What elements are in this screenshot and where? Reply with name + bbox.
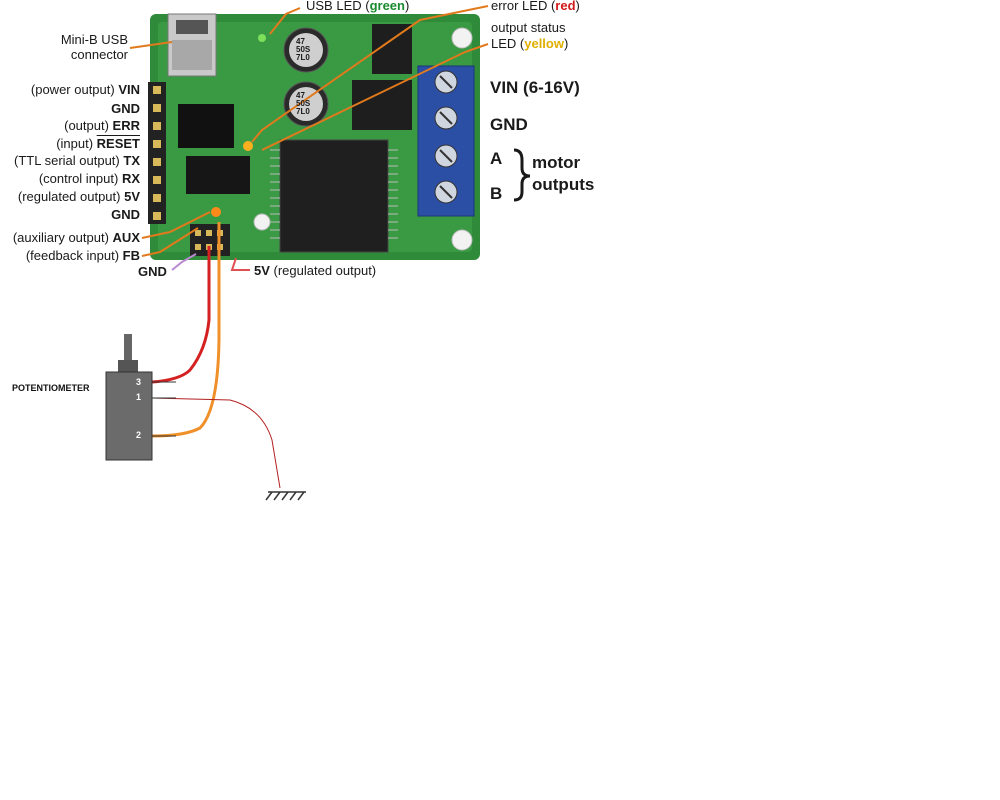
motor-brace (513, 148, 531, 202)
pin-desc: (control input) (38, 171, 122, 186)
capacitor-label: 47 50S 7L0 (296, 91, 311, 116)
pin-name: 5V (124, 189, 140, 204)
usb-port (176, 20, 208, 34)
usb-connector-callout: Mini-B USB connector (60, 32, 128, 62)
usb-led (258, 34, 266, 42)
potentiometer-body (105, 371, 153, 461)
microcontroller (186, 156, 250, 194)
capacitor-label: 47 50S 7L0 (296, 37, 311, 62)
pin-name: AUX (112, 230, 140, 245)
terminal-label-b: B (490, 184, 503, 203)
pin-desc: (input) (56, 136, 97, 151)
pin-name: 5V (254, 263, 270, 278)
usb-led-color: green (369, 0, 405, 13)
error-led-callout: error LED (red) (491, 0, 580, 13)
pin-label-fb: (feedback input) FB (0, 248, 140, 263)
terminal-label-vin: VIN (6-16V) (490, 78, 580, 97)
terminal-label-gnd: GND (490, 115, 528, 134)
usb-led-callout: USB LED (green) (306, 0, 409, 13)
pin-desc: (feedback input) (25, 248, 123, 263)
motor-outputs-label-1: motor (532, 153, 581, 172)
status-led (243, 141, 253, 151)
pin-name: RX (121, 171, 140, 186)
pin-label-reset: (input) RESET (0, 136, 140, 151)
pin-label-bottom-5v: 5V (regulated output) (254, 263, 376, 278)
ground-wire (151, 397, 281, 489)
status-led-callout-line1: output status (491, 20, 566, 35)
status-led-text: LED ( (491, 36, 525, 51)
usb-led-text: USB LED ( (306, 0, 370, 13)
pin-desc: (regulated output) (269, 263, 377, 278)
mounting-hole (451, 229, 473, 251)
mounting-hole (451, 27, 473, 49)
pin-label-gnd-2: GND (0, 207, 140, 222)
pin-name: ERR (112, 118, 140, 133)
error-led-text: error LED ( (491, 0, 556, 13)
status-led-color: yellow (524, 36, 564, 51)
potentiometer-shaft (124, 334, 132, 362)
pin-label-rx: (control input) RX (0, 171, 140, 186)
orange-wire (151, 222, 221, 438)
pin-desc: (power output) (30, 82, 119, 97)
pin-label-tx: (TTL serial output) TX (0, 153, 140, 168)
pin-name: FB (122, 248, 140, 263)
pin-name: TX (123, 153, 140, 168)
pin-label-err: (output) ERR (0, 118, 140, 133)
pin-label-gnd: GND (0, 101, 140, 116)
pin-desc: (regulated output) (17, 189, 125, 204)
pin-label-vin: (power output) VIN (0, 82, 140, 97)
pot-pin-1: 1 (136, 392, 142, 402)
ground-symbol (265, 491, 306, 501)
usb-led-suffix: ) (404, 0, 410, 13)
usb-ic (178, 104, 234, 148)
pot-pin-3: 3 (136, 377, 142, 387)
pin-label-bottom-gnd: GND (138, 264, 167, 279)
pin-desc: (output) (64, 118, 113, 133)
pin-label-aux: (auxiliary output) AUX (0, 230, 140, 245)
status-led-callout-line2: LED (yellow) (491, 36, 568, 51)
pcb-inner-shade (158, 22, 472, 252)
status-led-suffix: ) (563, 36, 569, 51)
pin-label-5v: (regulated output) 5V (0, 189, 140, 204)
potentiometer-label: POTENTIOMETER (12, 383, 90, 393)
motor-driver-chip (279, 139, 389, 253)
motor-outputs-label-2: outputs (532, 175, 595, 194)
terminal-label-a: A (490, 149, 503, 168)
error-led-color: red (555, 0, 576, 13)
red-wire (151, 246, 211, 384)
pot-pin-2: 2 (136, 430, 142, 440)
pin-desc: (TTL serial output) (14, 153, 124, 168)
pin-name: RESET (96, 136, 140, 151)
mounting-hole (253, 213, 271, 231)
pin-name: GND (111, 207, 140, 222)
pin-name: GND (111, 101, 140, 116)
left-header (148, 82, 166, 224)
pin-desc: (auxiliary output) (12, 230, 113, 245)
pin-name: GND (138, 264, 167, 279)
error-led-suffix: ) (575, 0, 580, 13)
pin-name: VIN (118, 82, 140, 97)
